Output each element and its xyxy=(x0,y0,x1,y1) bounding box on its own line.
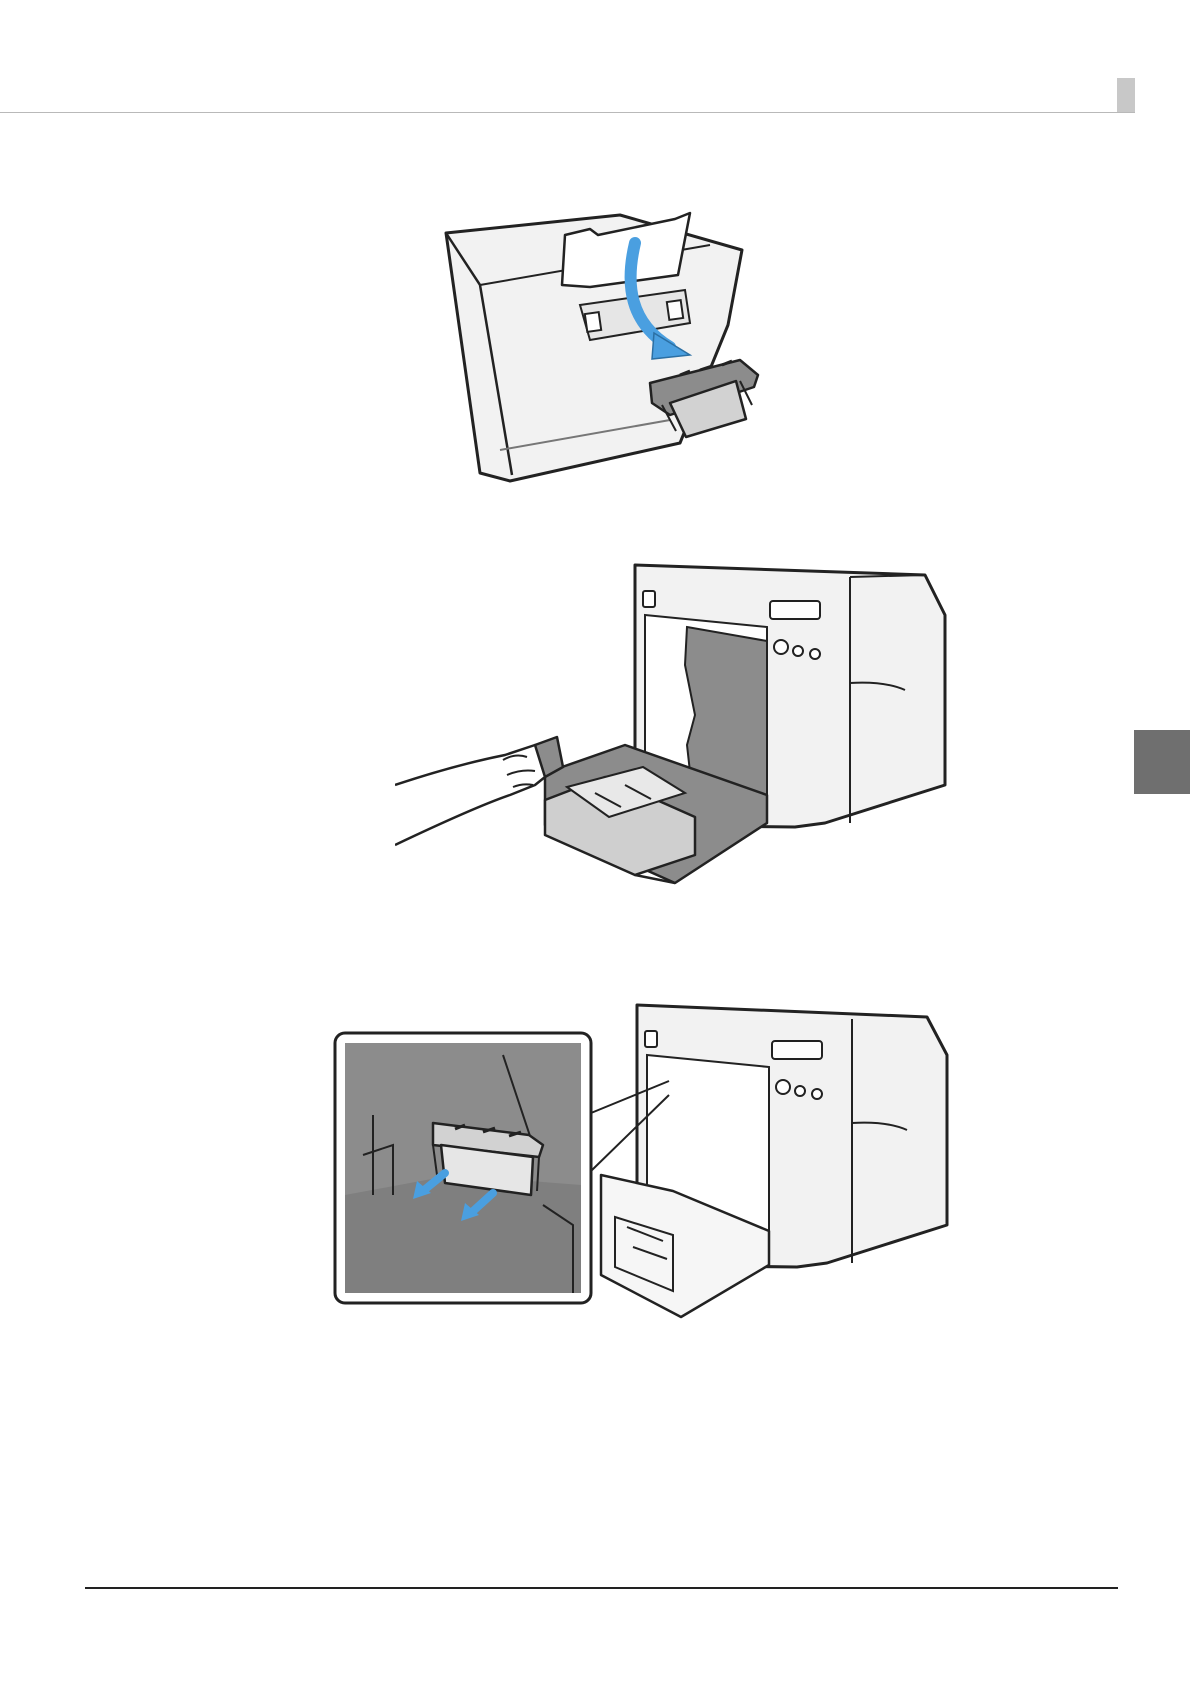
chapter-side-tab xyxy=(1134,730,1190,794)
printer-guide-detail-illustration xyxy=(333,995,957,1325)
header-rule xyxy=(0,112,1135,113)
printer-media-guide-removal-illustration xyxy=(440,205,780,495)
figure-guide-detail xyxy=(333,995,957,1325)
header-tab-marker xyxy=(1117,78,1135,112)
footer-rule xyxy=(85,1587,1118,1589)
printer-tray-pull-out-illustration xyxy=(395,555,955,895)
figure-tray-pull-out xyxy=(395,555,955,895)
figure-guide-removal xyxy=(440,205,780,495)
